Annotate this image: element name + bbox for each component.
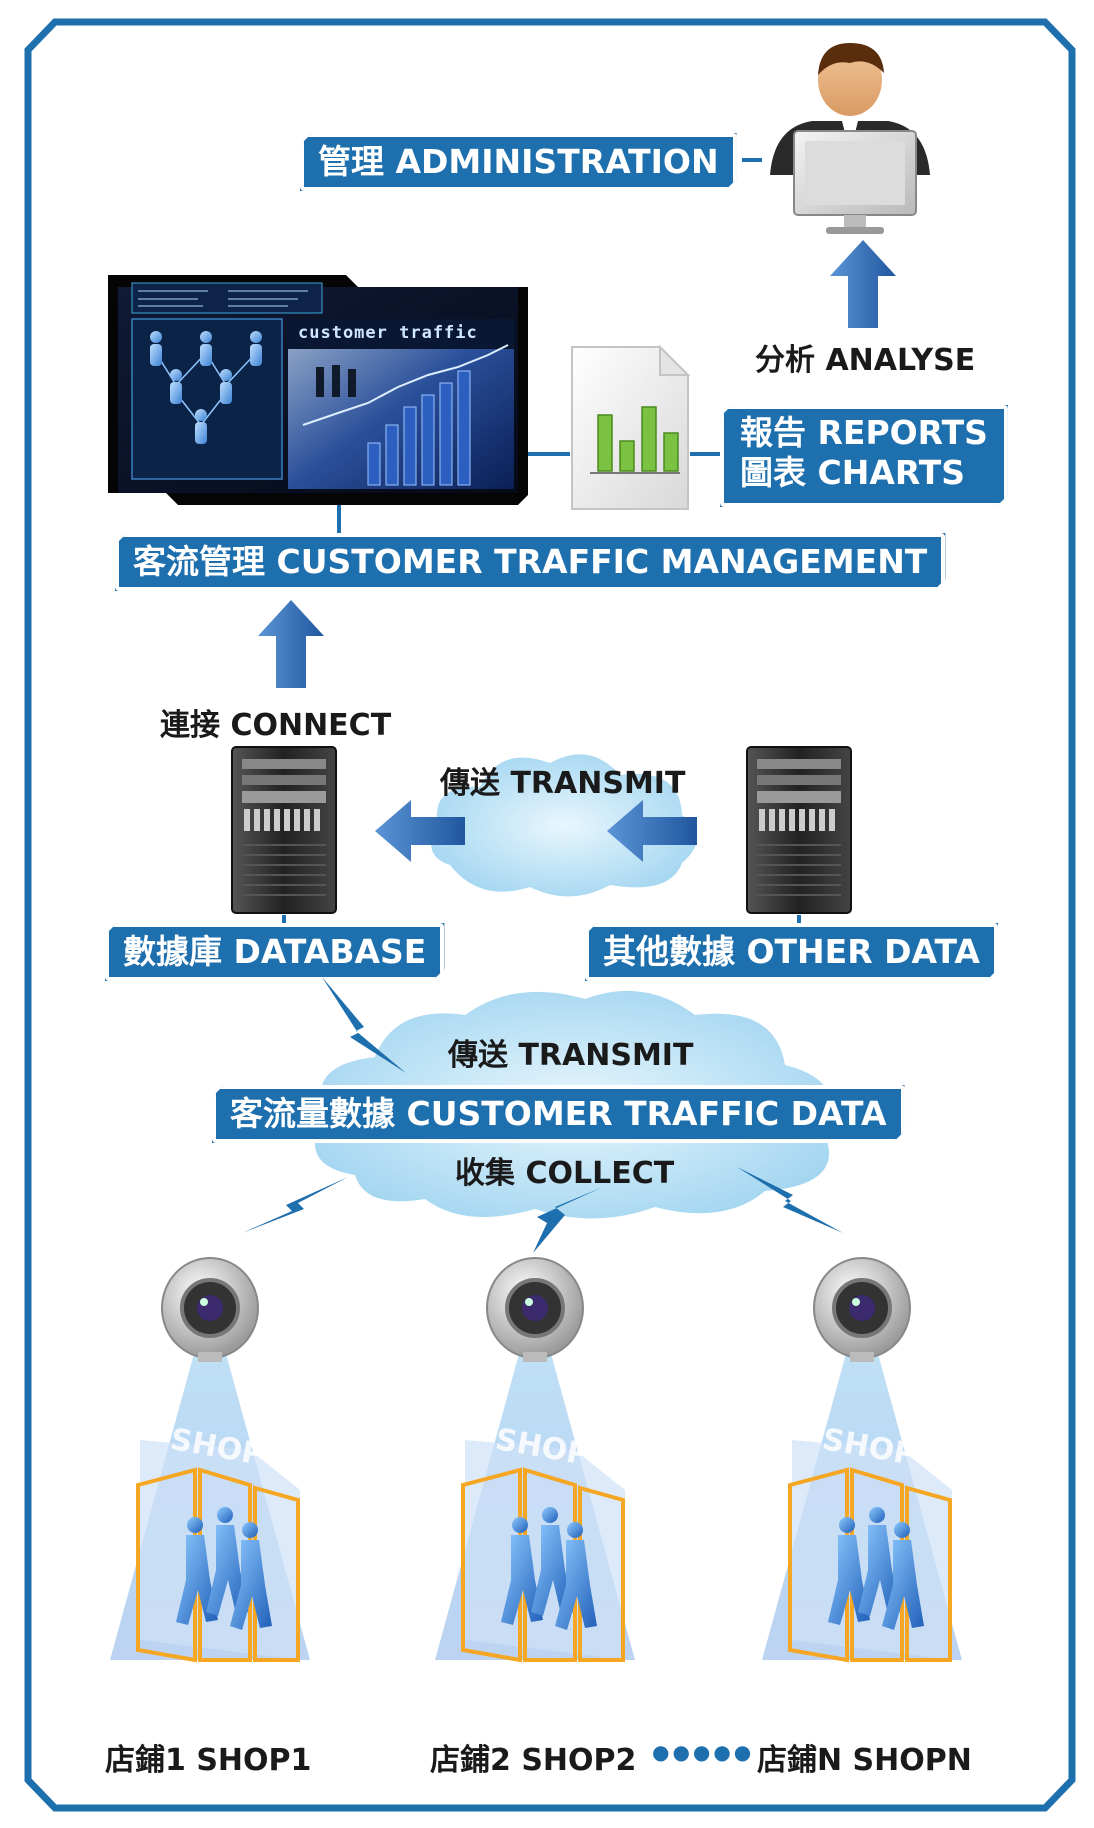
shop-n: SHOP 店鋪N SHOPN — [752, 1240, 982, 1778]
lightning-icon — [322, 977, 406, 1073]
connector-line — [742, 158, 762, 162]
ellipsis-dots: ●●●●● — [652, 1740, 755, 1764]
transmit-arrow-left — [375, 800, 465, 862]
reports-label: 報告 REPORTS — [740, 413, 988, 452]
lightning-icon — [737, 1167, 843, 1233]
administrator-person-icon — [770, 43, 930, 234]
administration-label: 管理 ADMINISTRATION — [300, 133, 737, 191]
collect-label: 收集 COLLECT — [455, 1156, 675, 1191]
charts-label: 圖表 CHARTS — [740, 453, 966, 492]
connect-arrow-up — [258, 600, 324, 688]
transmit-cloud — [431, 754, 697, 897]
other-data-label: 其他數據 OTHER DATA — [585, 923, 998, 981]
analyse-arrow-up — [830, 240, 896, 328]
shop2-label: 店鋪2 SHOP2 — [430, 1743, 637, 1778]
reports-charts-label: 報告 REPORTS 圖表 CHARTS — [720, 405, 1008, 507]
connector-line — [528, 452, 570, 456]
dashboard-title: customer traffic — [298, 323, 478, 343]
report-document-icon — [571, 345, 691, 510]
connector-line — [690, 452, 724, 456]
traffic-data-label: 客流量數據 CUSTOMER TRAFFIC DATA — [212, 1085, 905, 1143]
shopn-label: 店鋪N SHOPN — [757, 1743, 972, 1778]
lightning-icon — [242, 1177, 348, 1233]
database-server-icon — [231, 746, 337, 914]
shop-2: SHOP 店鋪2 SHOP2 — [425, 1240, 655, 1778]
transmit-arrow-left — [607, 800, 697, 862]
transmit-label-bottom: 傳送 TRANSMIT — [448, 1038, 694, 1073]
analyse-label: 分析 ANALYSE — [755, 343, 976, 378]
shop-1: SHOP 店鋪1 SHOP1 — [100, 1240, 330, 1778]
shop1-label: 店鋪1 SHOP1 — [105, 1743, 312, 1778]
lightning-icon — [533, 1187, 603, 1253]
other-data-server-icon — [746, 746, 852, 914]
management-label: 客流管理 CUSTOMER TRAFFIC MANAGEMENT — [115, 533, 945, 591]
database-label: 數據庫 DATABASE — [105, 923, 444, 981]
traffic-dashboard-screen: customer traffic — [108, 275, 528, 505]
connect-label: 連接 CONNECT — [160, 708, 392, 743]
transmit-label-top: 傳送 TRANSMIT — [440, 766, 686, 801]
connector-line — [337, 505, 341, 533]
